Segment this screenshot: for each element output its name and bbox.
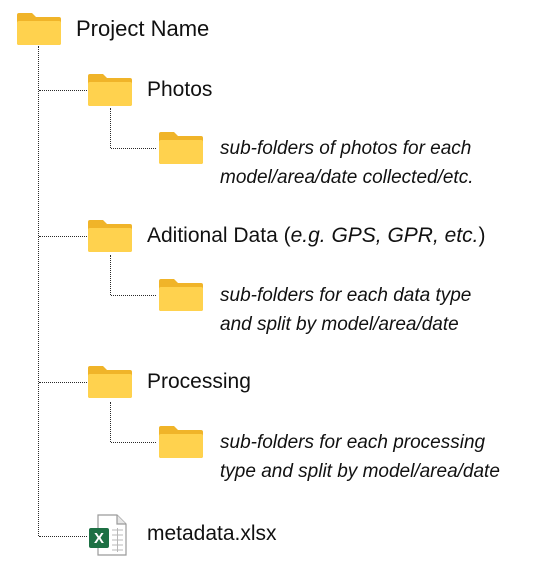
folder-label-additional-data-examples: e.g. GPS, GPR, etc.	[290, 224, 479, 247]
folder-icon	[17, 13, 61, 45]
folder-label-photos: Photos	[147, 78, 213, 101]
subfolder-desc-processing-line2: type and split by model/area/date	[220, 461, 500, 482]
excel-badge-letter: X	[94, 530, 104, 547]
subfolder-desc-additional-data-line1: sub-folders for each data type	[220, 285, 472, 306]
subfolder-desc-processing-line1: sub-folders for each processing	[220, 432, 486, 453]
sub-branch-photos	[111, 148, 156, 149]
sub-trunk-processing	[110, 402, 111, 442]
folder-icon	[88, 220, 132, 252]
sub-branch-additional-data	[111, 295, 156, 296]
folder-icon	[88, 74, 132, 106]
sub-trunk-additional-data	[110, 255, 111, 295]
folder-label-processing: Processing	[147, 370, 251, 393]
branch-line-additional-data	[39, 236, 87, 237]
subfolder-desc-photos-line2: model/area/date collected/etc.	[220, 167, 474, 188]
tree-trunk-line	[38, 46, 39, 536]
folder-icon	[159, 279, 203, 311]
file-label-metadata: metadata.xlsx	[147, 522, 277, 545]
subfolder-desc-photos-line1: sub-folders of photos for each	[220, 138, 472, 159]
folder-label-additional-data: Aditional Data (e.g. GPS, GPR, etc.)	[147, 224, 485, 248]
folder-label-additional-data-main: Aditional Data (	[147, 224, 291, 247]
root-folder-label: Project Name	[76, 16, 210, 41]
subfolder-desc-additional-data-line2: and split by model/area/date	[220, 314, 459, 335]
folder-icon	[159, 132, 203, 164]
sub-trunk-photos	[110, 108, 111, 148]
folder-icon	[88, 366, 132, 398]
folder-icon	[159, 426, 203, 458]
excel-file-icon: X	[89, 514, 127, 556]
branch-line-metadata	[39, 536, 87, 537]
branch-line-photos	[39, 90, 87, 91]
folder-label-additional-data-end: )	[478, 224, 486, 247]
sub-branch-processing	[111, 442, 156, 443]
branch-line-processing	[39, 382, 87, 383]
